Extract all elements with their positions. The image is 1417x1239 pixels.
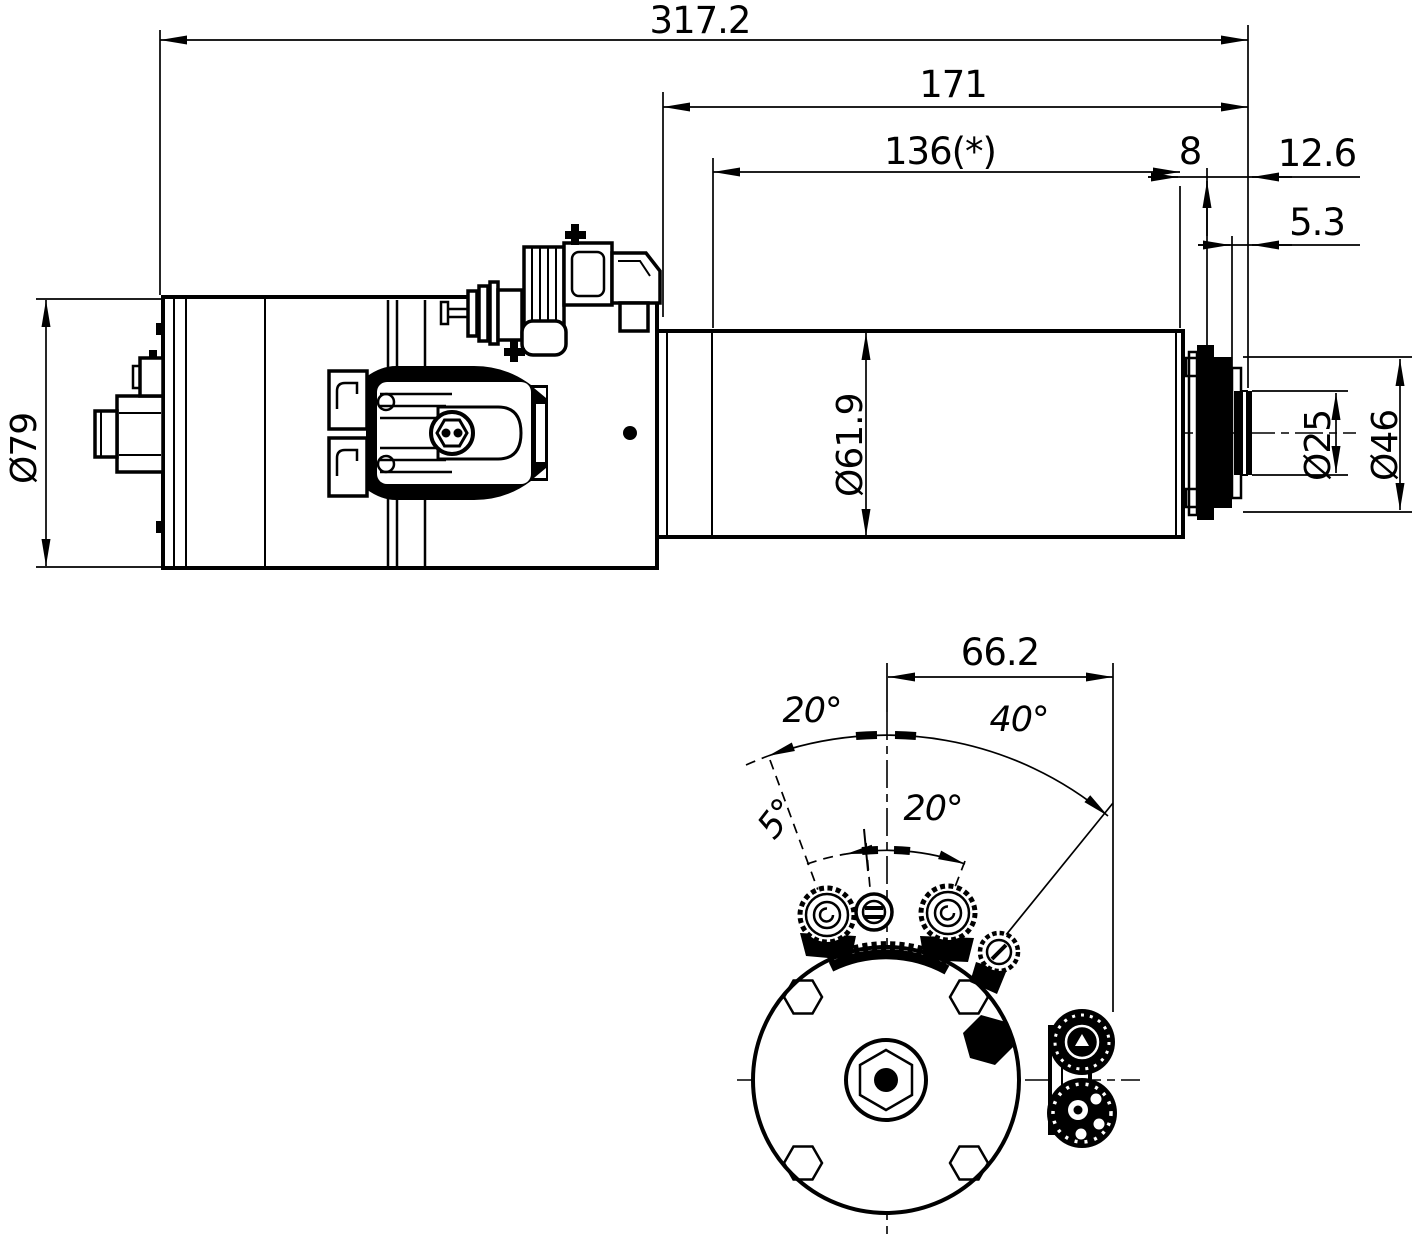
air-fitting-assembly [439,224,662,362]
coolant-connectors [797,883,1021,974]
side-attachment [963,1009,1117,1148]
angle-20-left: 20° [782,691,841,731]
connector-small-slotted [977,930,1021,974]
body-pin [623,426,637,440]
connector-knurled-left [797,885,857,945]
dim-5-3: 5.3 [1289,201,1345,244]
knurled-wheel-bottom [1047,1078,1117,1148]
connector-knurled-right [918,883,978,943]
flange [751,933,1021,1215]
dia-shaft: Ø25 [1298,410,1339,481]
hex-socket-icon [435,418,469,448]
dia-locknut: Ø46 [1365,410,1406,481]
hex-plug [963,1015,1013,1065]
angle-5: 5° [750,792,805,846]
spindle-cartridge [655,329,1252,539]
bleed-screw-icon [504,224,586,362]
rear-stub [93,350,165,474]
dia-body: Ø79 [4,413,45,484]
side-view-dimensions: 317.2 171 136(*) 8 12.6 5.3 Ø79 Ø61.9 Ø2… [4,0,1412,568]
connector-screw [854,892,894,932]
dim-171: 171 [919,63,987,106]
knurled-wheel-top [1049,1009,1115,1075]
dim-66-2: 66.2 [961,631,1039,674]
side-view: 317.2 171 136(*) 8 12.6 5.3 Ø79 Ø61.9 Ø2… [4,0,1412,570]
dim-8: 8 [1179,130,1202,173]
angle-40: 40° [989,700,1048,740]
motor-body [93,295,659,570]
front-view: 66.2 20° 40° 5° 20° [737,631,1140,1239]
angle-20-inner: 20° [903,789,962,829]
dim-136: 136(*) [884,130,996,173]
shaft-end [1234,390,1252,476]
dim-overall-length: 317.2 [650,0,751,42]
cable-connector [327,366,548,500]
center-hub [844,1038,928,1122]
dim-12-6: 12.6 [1278,132,1356,175]
dia-cartridge: Ø61.9 [830,394,871,498]
